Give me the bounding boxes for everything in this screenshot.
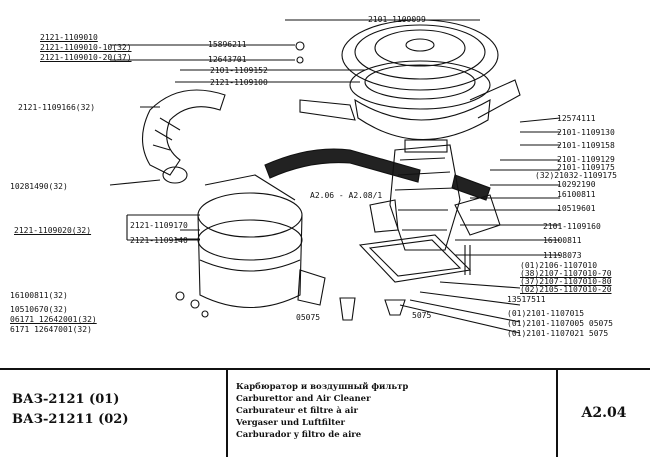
intake-hose — [264, 148, 421, 183]
hose-curved — [141, 89, 226, 176]
part-number: 12643701 — [208, 55, 247, 64]
part-number: 2101-1109175 — [557, 163, 615, 172]
title-block: ВАЗ-2121 (01) ВАЗ-21211 (02) Карбюратор … — [0, 368, 650, 457]
part-number: 6171 12647001(32) — [10, 325, 92, 334]
title-ru: Карбюратор и воздушный фильтр — [236, 382, 409, 392]
title-es: Carburador y filtro de aire — [236, 430, 362, 440]
part-number: 16100811 — [543, 236, 582, 245]
part-number: (01)2106-1107010 — [520, 261, 598, 270]
part-number: 13517511 — [507, 295, 546, 304]
parts-diagram: 2121-1109010 2121-1109010-10(32) 2121-11… — [10, 15, 617, 338]
model-cell: ВАЗ-2121 (01) ВАЗ-21211 (02) — [0, 370, 228, 457]
part-number: 2101-1109130 — [557, 128, 615, 137]
part-number: (01)2101-1107005 05075 — [507, 319, 613, 328]
model-name: ВАЗ-2121 (01) — [12, 392, 120, 407]
part-number: (01)2101-1107021 5075 — [507, 329, 609, 338]
part-number: 2121-1109020(32) — [14, 226, 92, 235]
part-number: 2121-1109140 — [130, 236, 188, 245]
part-number: 2101-1109158 — [557, 141, 615, 150]
pre-filter — [197, 192, 303, 238]
part-number: 11198073 — [543, 251, 582, 260]
sheet-code-cell: A2.04 — [558, 370, 650, 457]
part-number: 2101-1109129 — [557, 155, 615, 164]
part-number: (38)2107-1107010-70 — [520, 269, 612, 278]
part-number: 2101-1109160 — [543, 222, 601, 231]
part-number: 16100811 — [557, 190, 596, 199]
part-number: 15896211 — [208, 40, 247, 49]
sheet-code: A2.04 — [581, 405, 627, 421]
title-en: Carburettor and Air Cleaner — [236, 394, 371, 404]
part-number: 12574111 — [557, 114, 596, 123]
title-de: Vergaser und Luftfilter — [236, 418, 346, 428]
filter-element — [349, 60, 491, 110]
part-number: 2101-1109099 — [368, 15, 426, 24]
part-number: 2121-1109170 — [130, 221, 188, 230]
part-number: 10519601 — [557, 204, 596, 213]
part-number: 2101-1109152 — [210, 66, 268, 75]
part-number: 2121-1109010-20(37) — [40, 53, 132, 62]
part-number: 10281490(32) — [10, 182, 68, 191]
part-number: 10510670(32) — [10, 305, 68, 314]
part-number: 2121-1109166(32) — [18, 103, 96, 112]
carburettor — [389, 144, 461, 251]
part-number: 2121-1109010 — [40, 33, 98, 42]
model-name: ВАЗ-21211 (02) — [12, 412, 129, 427]
part-number: 06171 12642001(32) — [10, 315, 97, 324]
part-number: (02)2105-1107010-20 — [520, 285, 612, 294]
part-number: 2121-1109010-10(32) — [40, 43, 132, 52]
hose-clamp — [162, 166, 188, 184]
exploded-view-drawing — [109, 19, 561, 334]
part-number: 16100811(32) — [10, 291, 68, 300]
part-number: (37)2107-1107010-80 — [520, 277, 612, 286]
title-fr: Carburateur et filtre à air — [236, 406, 358, 416]
air-cleaner-housing — [354, 98, 491, 141]
part-number: (32)21032-1109175 — [535, 171, 617, 180]
part-number: A2.06 - A2.08/1 — [310, 191, 383, 200]
part-number: 5075 — [412, 311, 432, 320]
part-number: 10292190 — [557, 180, 596, 189]
part-number: 2121-1109100 — [210, 78, 268, 87]
title-cell: Карбюратор и воздушный фильтр Carburetto… — [228, 370, 558, 457]
part-number: 05075 — [296, 313, 321, 322]
part-number: (01)2101-1107015 — [507, 309, 585, 318]
